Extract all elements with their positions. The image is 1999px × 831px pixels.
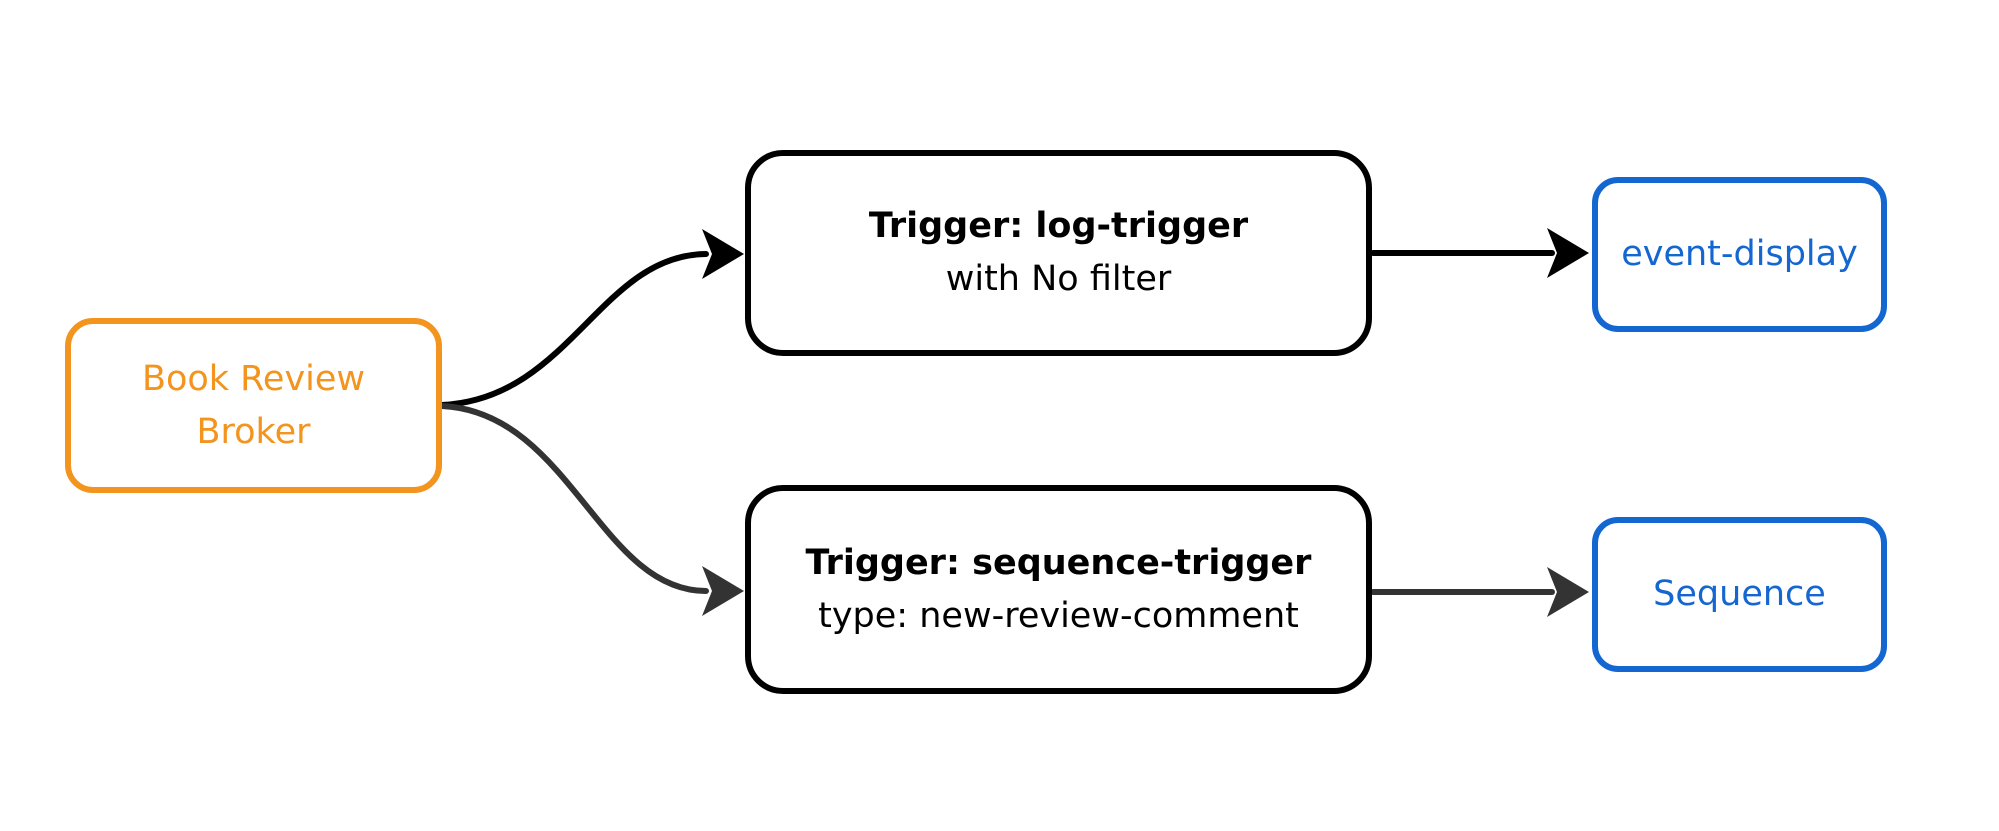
broker-node: Book Review Broker [65, 318, 442, 493]
broker-label-line2: Broker [196, 411, 311, 452]
sequence-trigger-subtitle: type: new-review-comment [818, 595, 1299, 636]
log-trigger-node: Trigger: log-trigger with No filter [745, 150, 1372, 356]
arrowhead-sequence-icon [1547, 567, 1589, 617]
event-display-label: event-display [1621, 234, 1858, 274]
log-trigger-subtitle: with No filter [945, 259, 1172, 299]
edge-broker-to-log-trigger [439, 251, 709, 408]
log-trigger-title: Trigger: log-trigger [868, 206, 1249, 246]
event-display-node: event-display [1592, 177, 1887, 332]
sequence-trigger-title: Trigger: sequence-trigger [805, 542, 1312, 583]
arrowhead-event-display-icon [1547, 228, 1589, 278]
arrowhead-sequence-trigger-icon [702, 566, 744, 616]
arrowhead-log-trigger-icon [702, 229, 744, 279]
sequence-node: Sequence [1592, 517, 1887, 672]
edge-broker-to-sequence-trigger [439, 403, 709, 594]
sequence-trigger-node: Trigger: sequence-trigger type: new-revi… [745, 485, 1372, 694]
broker-label-line1: Book Review [141, 358, 366, 399]
sequence-label: Sequence [1653, 574, 1826, 614]
